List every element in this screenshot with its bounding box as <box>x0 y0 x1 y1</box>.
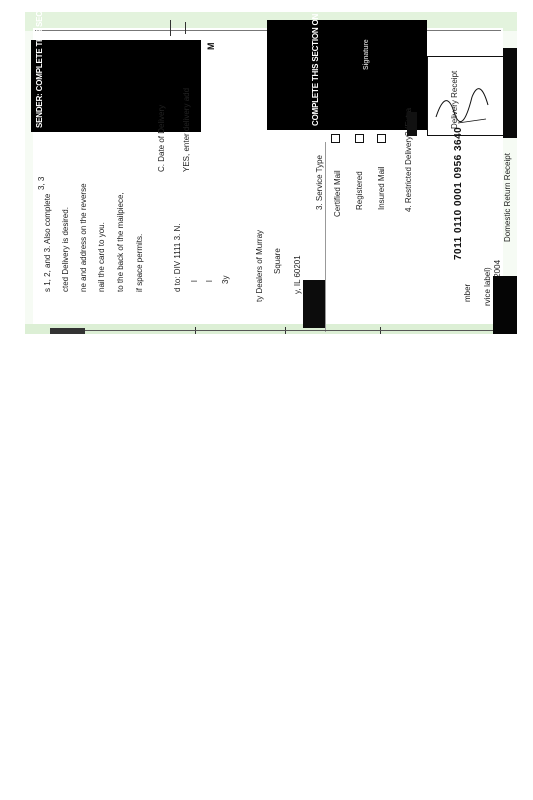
service-option-2: Registered <box>355 171 364 210</box>
service-type-title: 3. Service Type <box>315 155 324 210</box>
right-edge-redaction <box>503 48 517 138</box>
checkbox-certified[interactable] <box>331 134 340 143</box>
address-redaction <box>303 280 325 328</box>
instruction-line-5: to the back of the mailpiece, <box>116 192 125 292</box>
article-number-label: mber <box>463 283 472 302</box>
page-mark: M <box>206 42 216 51</box>
addressed-to: d to: DIV 1111 3. N. <box>173 223 182 292</box>
sender-heading: SENDER: COMPLETE THIS SECTION <box>35 12 44 128</box>
address-line-d: l <box>190 280 199 282</box>
service-option-1: Certified Mail <box>333 170 342 217</box>
checkbox-registered[interactable] <box>355 134 364 143</box>
checkbox-insured[interactable] <box>377 134 386 143</box>
tick-mark-top-2 <box>185 22 186 34</box>
service-option-3: Insured Mail <box>377 166 386 210</box>
address-line-g: ty Dealers of Murray <box>255 229 264 302</box>
delivery-receipt-label: Delivery Receipt <box>427 56 509 136</box>
restricted-redaction <box>407 112 417 136</box>
article-number: 7011 0110 0001 0956 3640 <box>453 126 464 260</box>
column-divider <box>325 142 326 332</box>
signature-scrawl <box>435 88 489 124</box>
date-of-delivery-label: C. Date of Delivery <box>157 104 166 172</box>
bottom-rule <box>50 330 510 331</box>
address-line-h: Square <box>273 248 282 274</box>
address-line-i: y, IL 60201 <box>293 255 302 294</box>
instruction-line-4: nail the card to you. <box>97 222 106 292</box>
instruction-line-3: ne and address on the reverse <box>79 183 88 292</box>
scanned-return-receipt: SENDER: COMPLETE THIS SECTION M 3, 3 s 1… <box>25 12 517 334</box>
receipt-type: Domestic Return Receipt <box>503 153 512 242</box>
instruction-line-1: s 1, 2, and 3. Also complete <box>43 193 52 292</box>
delivery-heading: COMPLETE THIS SECTION ON DELIVERY <box>311 12 320 126</box>
scan-bottom-band <box>25 324 517 334</box>
yes-delivery-address: YES, enter delivery add <box>182 87 191 172</box>
instruction-line-2: cted Delivery is desired. <box>61 207 70 292</box>
footer-edge-redaction <box>493 276 517 334</box>
address-line-f: 3y <box>221 275 230 284</box>
bottom-left-shade <box>50 328 85 334</box>
check-mark: 3, 3 <box>37 176 46 190</box>
sender-header-redaction: SENDER: COMPLETE THIS SECTION <box>31 12 201 132</box>
delivery-header-redaction: COMPLETE THIS SECTION ON DELIVERY Signat… <box>267 12 427 130</box>
tick-mark-top <box>170 20 171 36</box>
signature-hint: Signature <box>363 39 370 70</box>
article-number-sub: rvice label) <box>483 267 492 306</box>
address-line-e: l <box>205 280 214 282</box>
instruction-line-6: if space permits. <box>135 233 144 292</box>
